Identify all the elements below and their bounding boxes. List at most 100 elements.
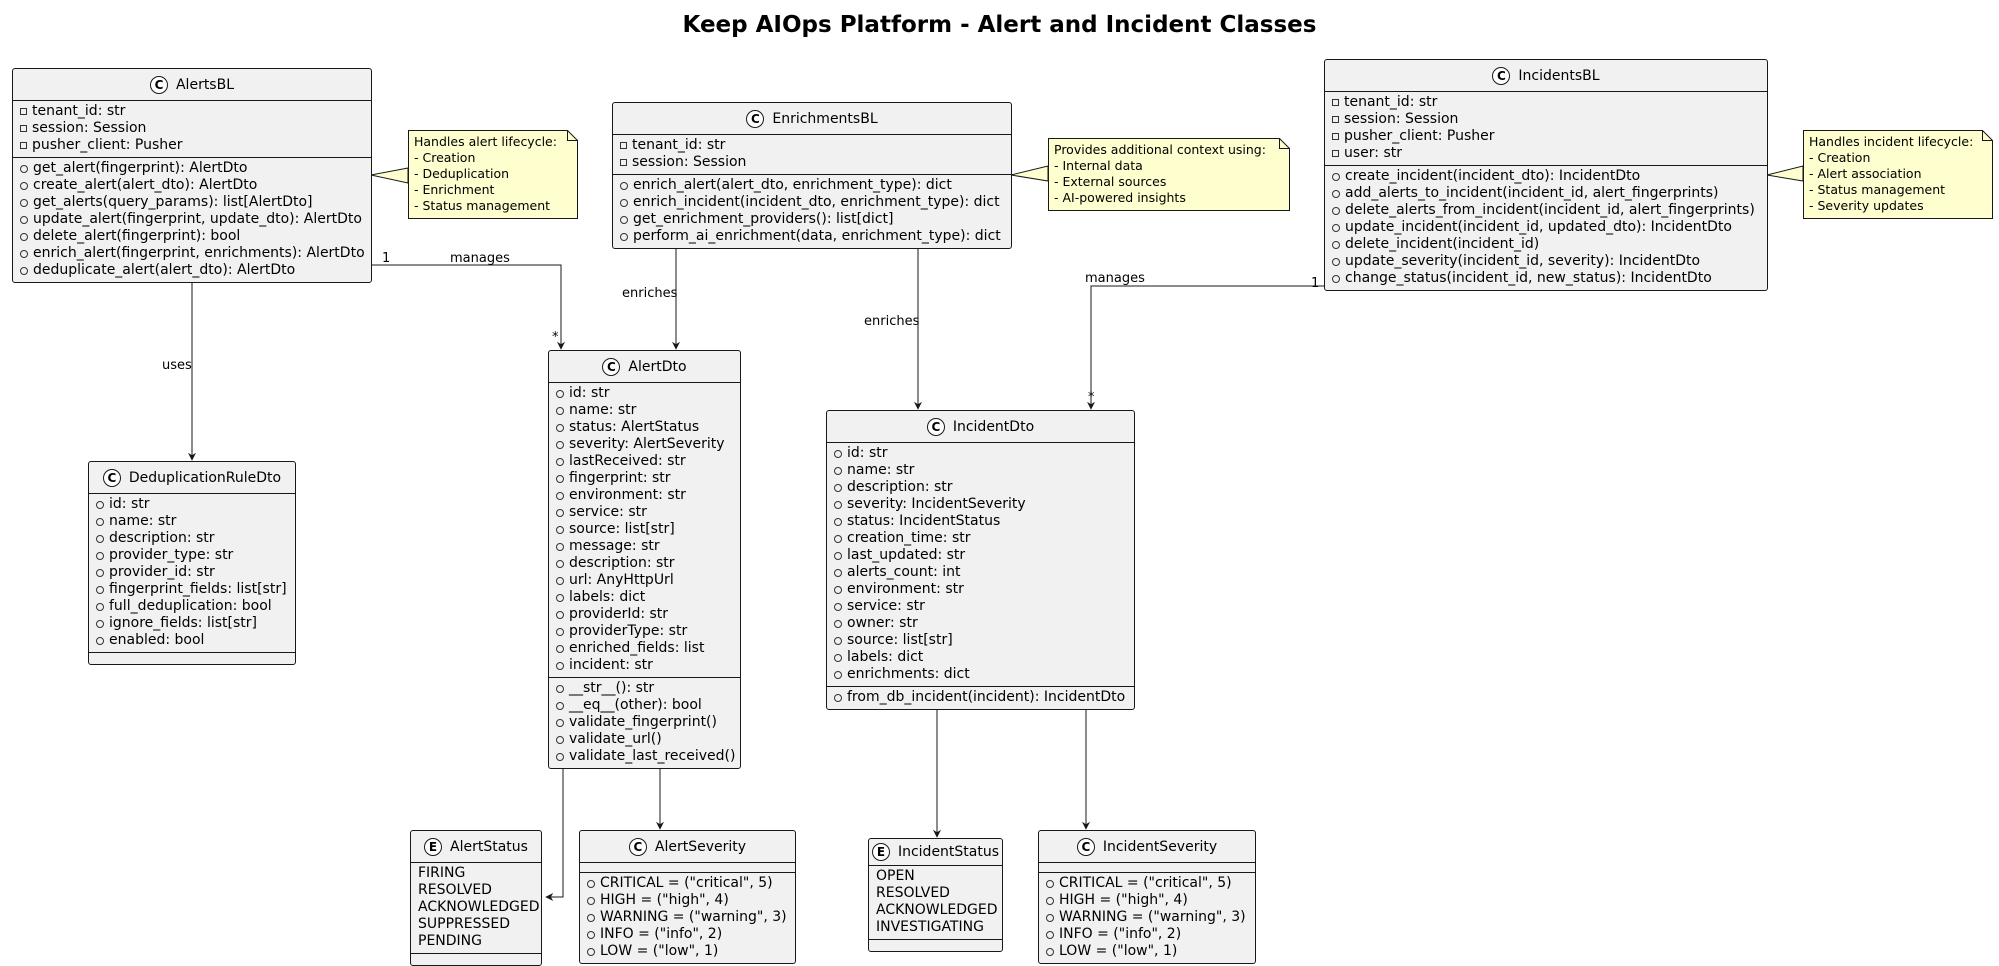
public-icon — [556, 440, 564, 449]
class-header: E IncidentStatus — [869, 839, 1002, 866]
enum-values: FIRING RESOLVED ACKNOWLEDGED SUPPRESSED … — [411, 863, 541, 954]
class-methods — [89, 653, 295, 664]
class-header: E AlertStatus — [411, 831, 541, 863]
field-row: WARNING = ("warning", 3) — [580, 909, 795, 926]
field-row: name: str — [89, 513, 295, 530]
method-text: deduplicate_alert(alert_dto): AlertDto — [33, 262, 296, 278]
method-text: create_incident(incident_dto): IncidentD… — [1345, 168, 1641, 184]
method-row: add_alerts_to_incident(incident_id, aler… — [1325, 185, 1767, 202]
note-line: - Severity updates — [1809, 198, 1924, 213]
field-text: pusher_client: Pusher — [32, 137, 183, 153]
public-icon — [834, 670, 842, 679]
public-icon — [834, 534, 842, 543]
method-text: validate_fingerprint() — [569, 714, 717, 730]
method-row: __eq__(other): bool — [549, 697, 740, 714]
field-row: creation_time: str — [827, 530, 1134, 547]
field-text: providerType: str — [569, 623, 688, 639]
public-icon — [556, 752, 564, 761]
field-text: enriched_fields: list — [569, 640, 705, 656]
method-row: delete_alerts_from_incident(incident_id,… — [1325, 202, 1767, 219]
note-shape — [408, 130, 578, 219]
field-row: enabled: bool — [89, 632, 295, 649]
enum-value: ACKNOWLEDGED — [876, 902, 998, 918]
public-icon — [1332, 274, 1340, 283]
class-name: EnrichmentsBL — [772, 110, 878, 127]
class-methods — [411, 954, 541, 965]
method-text: __str__(): str — [569, 680, 655, 696]
public-icon — [834, 636, 842, 645]
public-icon — [587, 913, 595, 922]
field-text: INFO = ("info", 2) — [600, 926, 723, 942]
note-line: - AI-powered insights — [1054, 190, 1186, 205]
note-line: - External sources — [1054, 174, 1167, 189]
private-icon — [1332, 133, 1339, 140]
class-enrichmentsbl: C EnrichmentsBL tenant_id: str session: … — [612, 102, 1012, 249]
public-icon — [556, 684, 564, 693]
method-text: update_alert(fingerprint, update_dto): A… — [33, 211, 362, 227]
public-icon — [20, 181, 28, 190]
note-line: - Enrichment — [414, 182, 495, 197]
field-row: owner: str — [827, 615, 1134, 632]
class-incidentseverity: C IncidentSeverity CRITICAL = ("critical… — [1038, 830, 1256, 964]
public-icon — [556, 423, 564, 432]
field-row: source: list[str] — [827, 632, 1134, 649]
field-text: session: Session — [32, 120, 147, 136]
class-name: IncidentStatus — [897, 844, 1000, 860]
field-text: incident: str — [569, 657, 653, 673]
method-text: validate_last_received() — [569, 748, 736, 764]
public-icon — [1046, 913, 1054, 922]
class-stereotype-icon: C — [746, 109, 765, 128]
field-text: status: IncidentStatus — [847, 513, 1001, 529]
class-fields: tenant_id: str session: Session pusher_c… — [1325, 92, 1767, 166]
field-row: alerts_count: int — [827, 564, 1134, 581]
class-stereotype-icon: C — [602, 357, 621, 376]
field-text: LOW = ("low", 1) — [600, 943, 719, 959]
field-row: status: AlertStatus — [549, 419, 740, 436]
field-text: session: Session — [1344, 111, 1459, 127]
public-icon — [834, 653, 842, 662]
class-alertsbl: C AlertsBL tenant_id: str session: Sessi… — [12, 68, 372, 283]
field-text: fingerprint_fields: list[str] — [109, 581, 287, 597]
public-icon — [556, 718, 564, 727]
public-icon — [556, 610, 564, 619]
class-methods: create_incident(incident_dto): IncidentD… — [1325, 166, 1767, 290]
method-text: delete_incident(incident_id) — [1345, 236, 1540, 252]
public-icon — [556, 406, 564, 415]
field-text: labels: dict — [847, 649, 924, 665]
class-methods — [869, 940, 1002, 951]
note-alerts-lifecycle: Handles alert lifecycle: - Creation - De… — [408, 130, 578, 219]
note-incidents-lifecycle: Handles incident lifecycle: - Creation -… — [1803, 130, 1993, 219]
public-icon — [556, 701, 564, 710]
field-text: ignore_fields: list[str] — [109, 615, 257, 631]
class-name: DeduplicationRuleDto — [128, 469, 282, 486]
public-icon — [620, 232, 628, 241]
field-row: providerId: str — [549, 606, 740, 623]
public-icon — [1332, 223, 1340, 232]
class-deduplicationruledto: C DeduplicationRuleDto id: str name: str… — [88, 461, 296, 665]
note-line: - Status management — [414, 198, 551, 213]
public-icon — [96, 517, 104, 526]
method-text: update_incident(incident_id, updated_dto… — [1345, 219, 1732, 235]
field-row: tenant_id: str — [1325, 94, 1767, 111]
class-name: IncidentDto — [952, 418, 1035, 435]
enum-value: INVESTIGATING — [876, 919, 984, 935]
public-icon — [834, 449, 842, 458]
method-text: __eq__(other): bool — [569, 697, 702, 713]
field-row: labels: dict — [827, 649, 1134, 666]
class-header: C AlertDto — [549, 351, 740, 383]
method-row: enrich_alert(alert_dto, enrichment_type)… — [613, 177, 1011, 194]
field-row: session: Session — [613, 154, 1011, 171]
class-stereotype-icon: C — [149, 75, 168, 94]
field-text: fingerprint: str — [569, 470, 671, 486]
field-row: id: str — [89, 496, 295, 513]
field-row: service: str — [827, 598, 1134, 615]
enum-value: ACKNOWLEDGED — [418, 899, 540, 915]
class-fields: tenant_id: str session: Session pusher_c… — [13, 101, 371, 158]
field-text: severity: IncidentSeverity — [847, 496, 1026, 512]
method-text: enrich_alert(fingerprint, enrichments): … — [33, 245, 365, 261]
field-text: description: str — [109, 530, 215, 546]
public-icon — [556, 559, 564, 568]
note-connector-enrichments — [1010, 165, 1049, 182]
class-name: IncidentsBL — [1518, 67, 1600, 84]
method-row: delete_incident(incident_id) — [1325, 236, 1767, 253]
